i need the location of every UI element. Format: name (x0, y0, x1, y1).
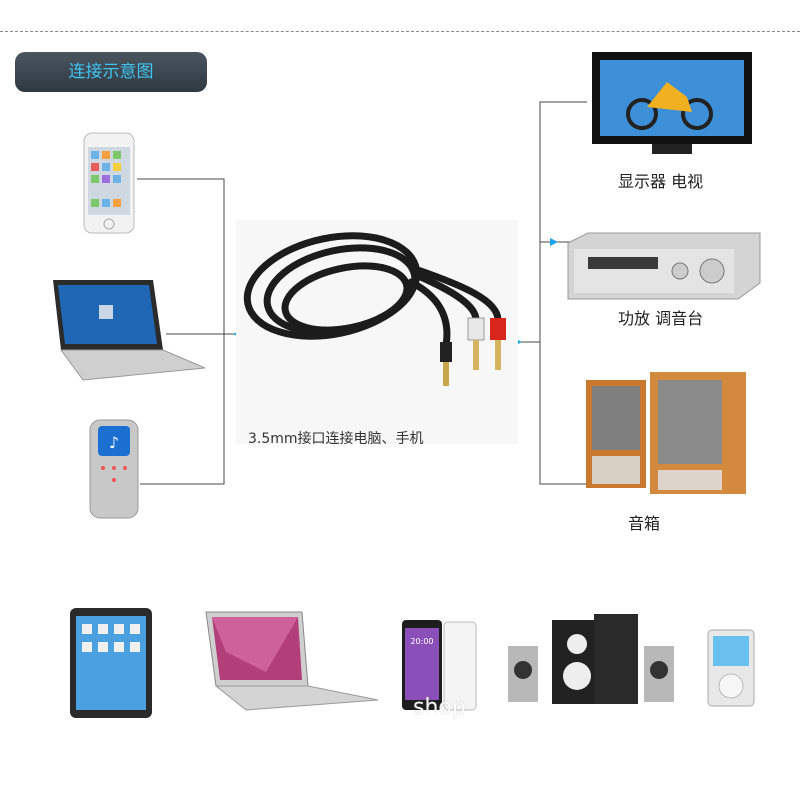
tablet-icon (70, 608, 152, 718)
laptop-icon (53, 280, 206, 381)
watermark-text: shop (413, 695, 466, 720)
mp3-player-icon: ♪ (89, 419, 139, 519)
laptop-icon-bottom (205, 611, 379, 711)
cable-note: 3.5mm接口连接电脑、手机 (248, 431, 424, 447)
amp-label: 功放 调音台 (618, 309, 704, 328)
phone-icon: 20:00 (402, 620, 477, 711)
desktop-speakers-icon (508, 614, 674, 704)
speaker-label: 音箱 (628, 514, 661, 533)
speaker-icon (586, 372, 746, 494)
amplifier-icon (567, 232, 761, 300)
tv-icon (592, 52, 752, 154)
title-tab: 连接示意图 (15, 52, 207, 92)
tv-label: 显示器 电视 (618, 172, 704, 191)
top-dashed-divider (0, 31, 800, 32)
svg-text:♪: ♪ (109, 433, 119, 452)
smartphone-icon (83, 132, 135, 234)
svg-text:20:00: 20:00 (410, 637, 433, 646)
audio-cable-icon (243, 232, 506, 386)
media-player-icon (707, 629, 755, 707)
